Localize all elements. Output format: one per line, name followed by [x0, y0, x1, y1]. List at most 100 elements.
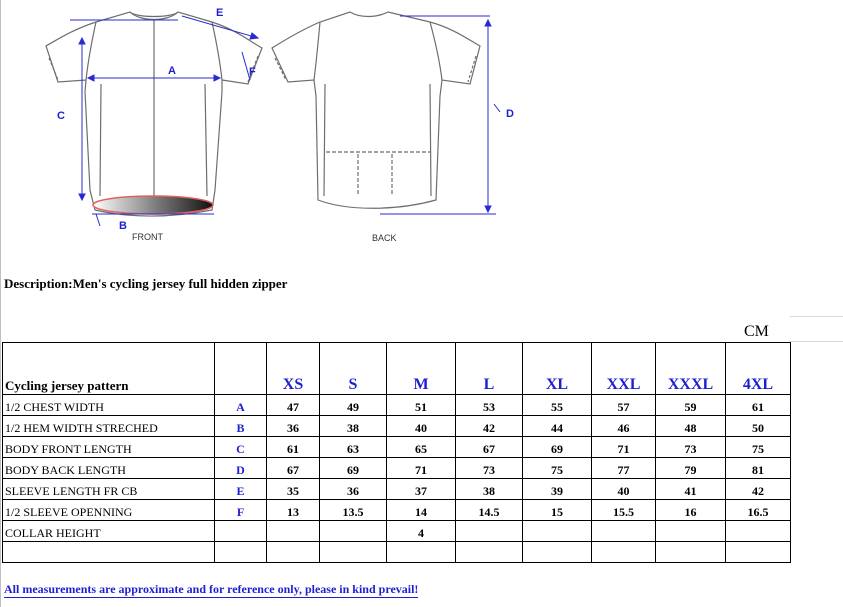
measurement-value: 36 — [319, 478, 387, 500]
measurement-value: 50 — [725, 415, 791, 437]
measurement-value: 42 — [455, 415, 523, 437]
measurement-value: 55 — [522, 394, 592, 416]
measurement-value: 15 — [522, 499, 592, 521]
back-caption: BACK — [372, 233, 397, 243]
hem-highlight — [92, 195, 214, 215]
measurement-value: 4 — [386, 520, 456, 542]
size-header-xs: XS — [266, 342, 320, 395]
measurement-value: 51 — [386, 394, 456, 416]
measurement-value: 37 — [386, 478, 456, 500]
measurement-code: E — [214, 478, 267, 500]
measurement-value: 61 — [725, 394, 791, 416]
blank-cell — [266, 541, 320, 563]
measurement-value: 48 — [655, 415, 726, 437]
size-header-xxxl: XXXL — [655, 342, 726, 395]
measurement-value: 16.5 — [725, 499, 791, 521]
measurement-value: 14.5 — [455, 499, 523, 521]
measurement-value: 13.5 — [319, 499, 387, 521]
gridline — [790, 316, 843, 317]
measurement-value: 39 — [522, 478, 592, 500]
measurement-value — [266, 520, 320, 542]
measurement-name: SLEEVE LENGTH FR CB — [2, 478, 215, 500]
measurement-value: 16 — [655, 499, 726, 521]
measurement-code: A — [214, 394, 267, 416]
back-measure-lines — [380, 15, 501, 215]
blank-cell — [214, 541, 267, 563]
measurement-code: C — [214, 436, 267, 458]
measurement-value: 41 — [655, 478, 726, 500]
size-header-m: M — [386, 342, 456, 395]
measurement-value: 40 — [591, 478, 656, 500]
unit-label: CM — [744, 323, 769, 340]
measurement-value: 69 — [319, 457, 387, 479]
measurement-code: F — [214, 499, 267, 521]
measurement-value: 49 — [319, 394, 387, 416]
measurement-note: All measurements are approximate and for… — [4, 582, 419, 598]
sheet-left-border — [0, 0, 1, 607]
front-measure-lines — [70, 15, 260, 227]
measurement-value: 57 — [591, 394, 656, 416]
measurement-value: 71 — [386, 457, 456, 479]
measurement-name: 1/2 CHEST WIDTH — [2, 394, 215, 416]
measurement-value: 53 — [455, 394, 523, 416]
measurement-value: 79 — [655, 457, 726, 479]
label-e: E — [216, 7, 223, 19]
measurement-value: 59 — [655, 394, 726, 416]
measurement-value — [319, 520, 387, 542]
measurement-value — [725, 520, 791, 542]
front-jersey — [45, 11, 263, 217]
measurement-code: B — [214, 415, 267, 437]
measurement-value — [655, 520, 726, 542]
size-header-xl: XL — [522, 342, 592, 395]
measurement-value: 40 — [386, 415, 456, 437]
blank-cell — [455, 541, 523, 563]
jersey-diagram: A B C E F FRONT D BACK — [45, 7, 514, 243]
back-jersey — [271, 11, 481, 209]
measurement-value: 44 — [522, 415, 592, 437]
measurement-value: 71 — [591, 436, 656, 458]
blank-cell — [2, 541, 215, 563]
measurement-name: 1/2 HEM WIDTH STRECHED — [2, 415, 215, 437]
gridline — [790, 341, 843, 342]
measurement-value: 38 — [455, 478, 523, 500]
measurement-value: 15.5 — [591, 499, 656, 521]
measurement-value: 63 — [319, 436, 387, 458]
measurement-value: 75 — [522, 457, 592, 479]
measurement-code — [214, 520, 267, 542]
measurement-value: 77 — [591, 457, 656, 479]
pattern-header: Cycling jersey pattern — [2, 342, 215, 395]
measurement-value: 65 — [386, 436, 456, 458]
blank-cell — [522, 541, 592, 563]
measurement-value — [522, 520, 592, 542]
measurement-value: 61 — [266, 436, 320, 458]
blank-cell — [591, 541, 656, 563]
measurement-name: BODY FRONT LENGTH — [2, 436, 215, 458]
measurement-code: D — [214, 457, 267, 479]
measurement-value: 35 — [266, 478, 320, 500]
measurement-value: 13 — [266, 499, 320, 521]
size-header-4xl: 4XL — [725, 342, 791, 395]
size-header-s: S — [319, 342, 387, 395]
label-a: A — [168, 65, 176, 77]
measurement-value: 67 — [455, 436, 523, 458]
measurement-value: 81 — [725, 457, 791, 479]
measurement-value: 73 — [455, 457, 523, 479]
measurement-value: 36 — [266, 415, 320, 437]
blank-cell — [655, 541, 726, 563]
measurement-value: 75 — [725, 436, 791, 458]
blank-cell — [319, 541, 387, 563]
measurement-value: 73 — [655, 436, 726, 458]
label-c: C — [57, 110, 65, 122]
measurement-name: 1/2 SLEEVE OPENNING — [2, 499, 215, 521]
measurement-value: 46 — [591, 415, 656, 437]
size-header-l: L — [455, 342, 523, 395]
blank-row — [2, 541, 791, 563]
size-chart-table: Cycling jersey pattern XS S M L XL XXL X… — [2, 342, 791, 563]
measurement-value — [455, 520, 523, 542]
size-header-xxl: XXL — [591, 342, 656, 395]
